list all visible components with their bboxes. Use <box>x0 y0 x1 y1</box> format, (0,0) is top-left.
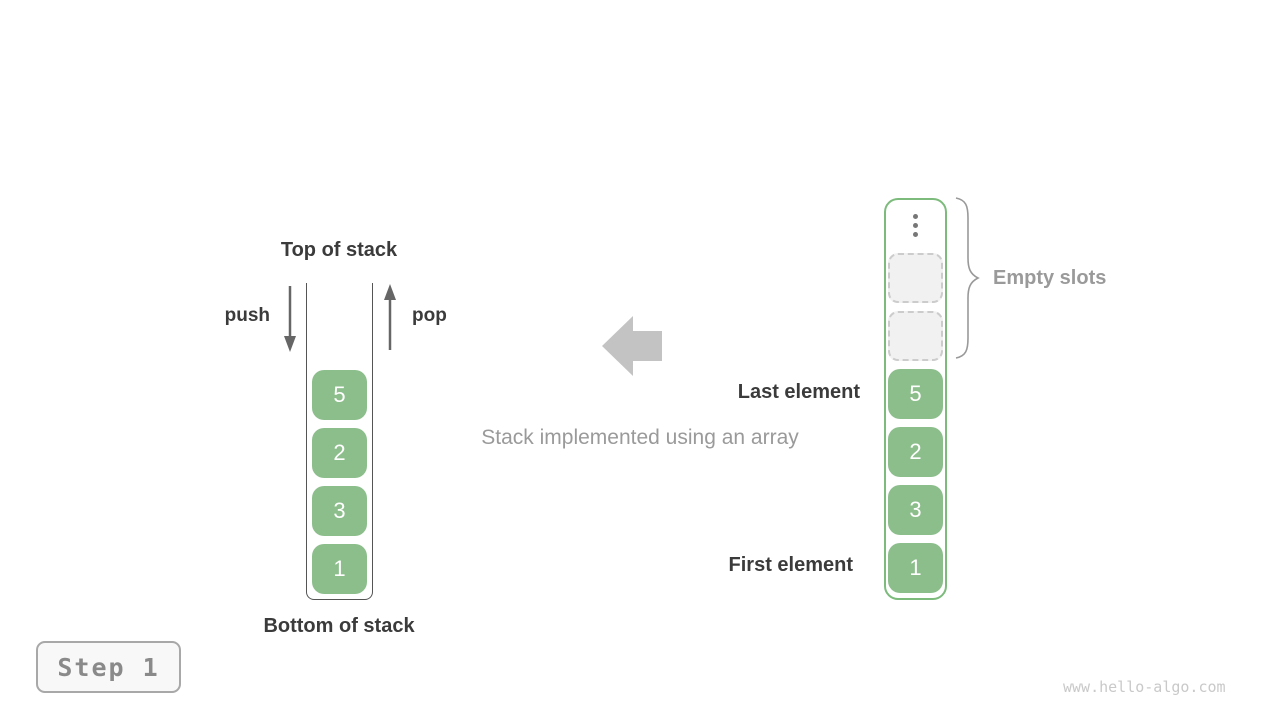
push-down-arrow-icon <box>282 284 298 357</box>
first-element-label: First element <box>728 554 853 576</box>
curly-brace-icon <box>952 196 980 365</box>
pop-up-arrow-icon <box>382 284 398 357</box>
stack-cell: 3 <box>312 486 367 536</box>
stack-container: 5 2 3 1 <box>306 283 373 600</box>
array-cell: 2 <box>888 427 943 477</box>
empty-slots-label: Empty slots <box>993 267 1107 289</box>
array-cell: 5 <box>888 369 943 419</box>
left-block-arrow-icon <box>602 316 662 381</box>
step-badge: Step 1 <box>36 641 181 693</box>
top-of-stack-label: Top of stack <box>280 239 398 261</box>
pop-label: pop <box>412 305 447 326</box>
array-container: 5 2 3 1 <box>884 198 947 600</box>
array-cell: 1 <box>888 543 943 593</box>
stack-cell: 1 <box>312 544 367 594</box>
array-cell: 3 <box>888 485 943 535</box>
stack-cell: 2 <box>312 428 367 478</box>
watermark: www.hello-algo.com <box>1063 678 1226 696</box>
bottom-of-stack-label: Bottom of stack <box>263 615 415 637</box>
empty-slot <box>888 253 943 303</box>
vertical-ellipsis-icon <box>913 205 918 245</box>
empty-slot <box>888 311 943 361</box>
last-element-label: Last element <box>737 381 860 403</box>
diagram-caption: Stack implemented using an array <box>481 426 799 449</box>
push-label: push <box>224 305 270 326</box>
stack-cell: 5 <box>312 370 367 420</box>
step-badge-label: Step 1 <box>57 652 160 682</box>
